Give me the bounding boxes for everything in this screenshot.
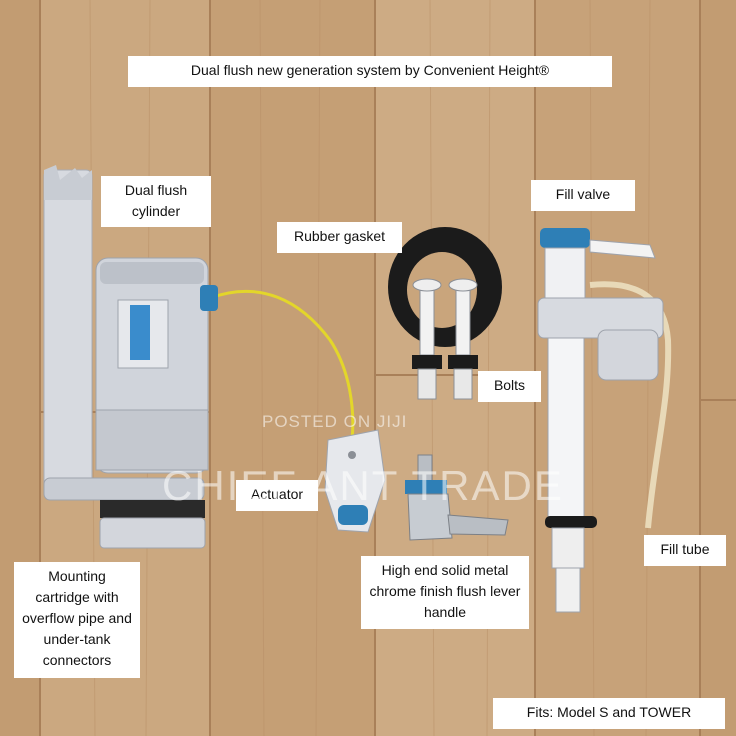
fill-valve-label: Fill valve (531, 180, 635, 211)
dual-flush-cylinder-label: Dual flush cylinder (101, 176, 211, 227)
fill-tube-label: Fill tube (644, 535, 726, 566)
fill-tube (589, 281, 672, 529)
yellow-wire (209, 289, 355, 441)
bolts (412, 278, 478, 400)
mounting-cartridge-label: Mounting cartridge with overflow pipe an… (14, 562, 140, 678)
actuator (324, 429, 386, 533)
rubber-gasket-label: Rubber gasket (277, 222, 402, 253)
dual-flush-cylinder (43, 165, 218, 549)
rubber-gasket (388, 227, 502, 347)
fits-label: Fits: Model S and TOWER (493, 698, 725, 729)
fill-valve (537, 228, 664, 613)
lever-handle-label: High end solid metal chrome finish flush… (361, 556, 529, 629)
title-label: Dual flush new generation system by Conv… (128, 56, 612, 87)
actuator-label: Actuator (236, 480, 318, 511)
bolts-label: Bolts (478, 371, 541, 402)
lever-handle (405, 454, 509, 541)
